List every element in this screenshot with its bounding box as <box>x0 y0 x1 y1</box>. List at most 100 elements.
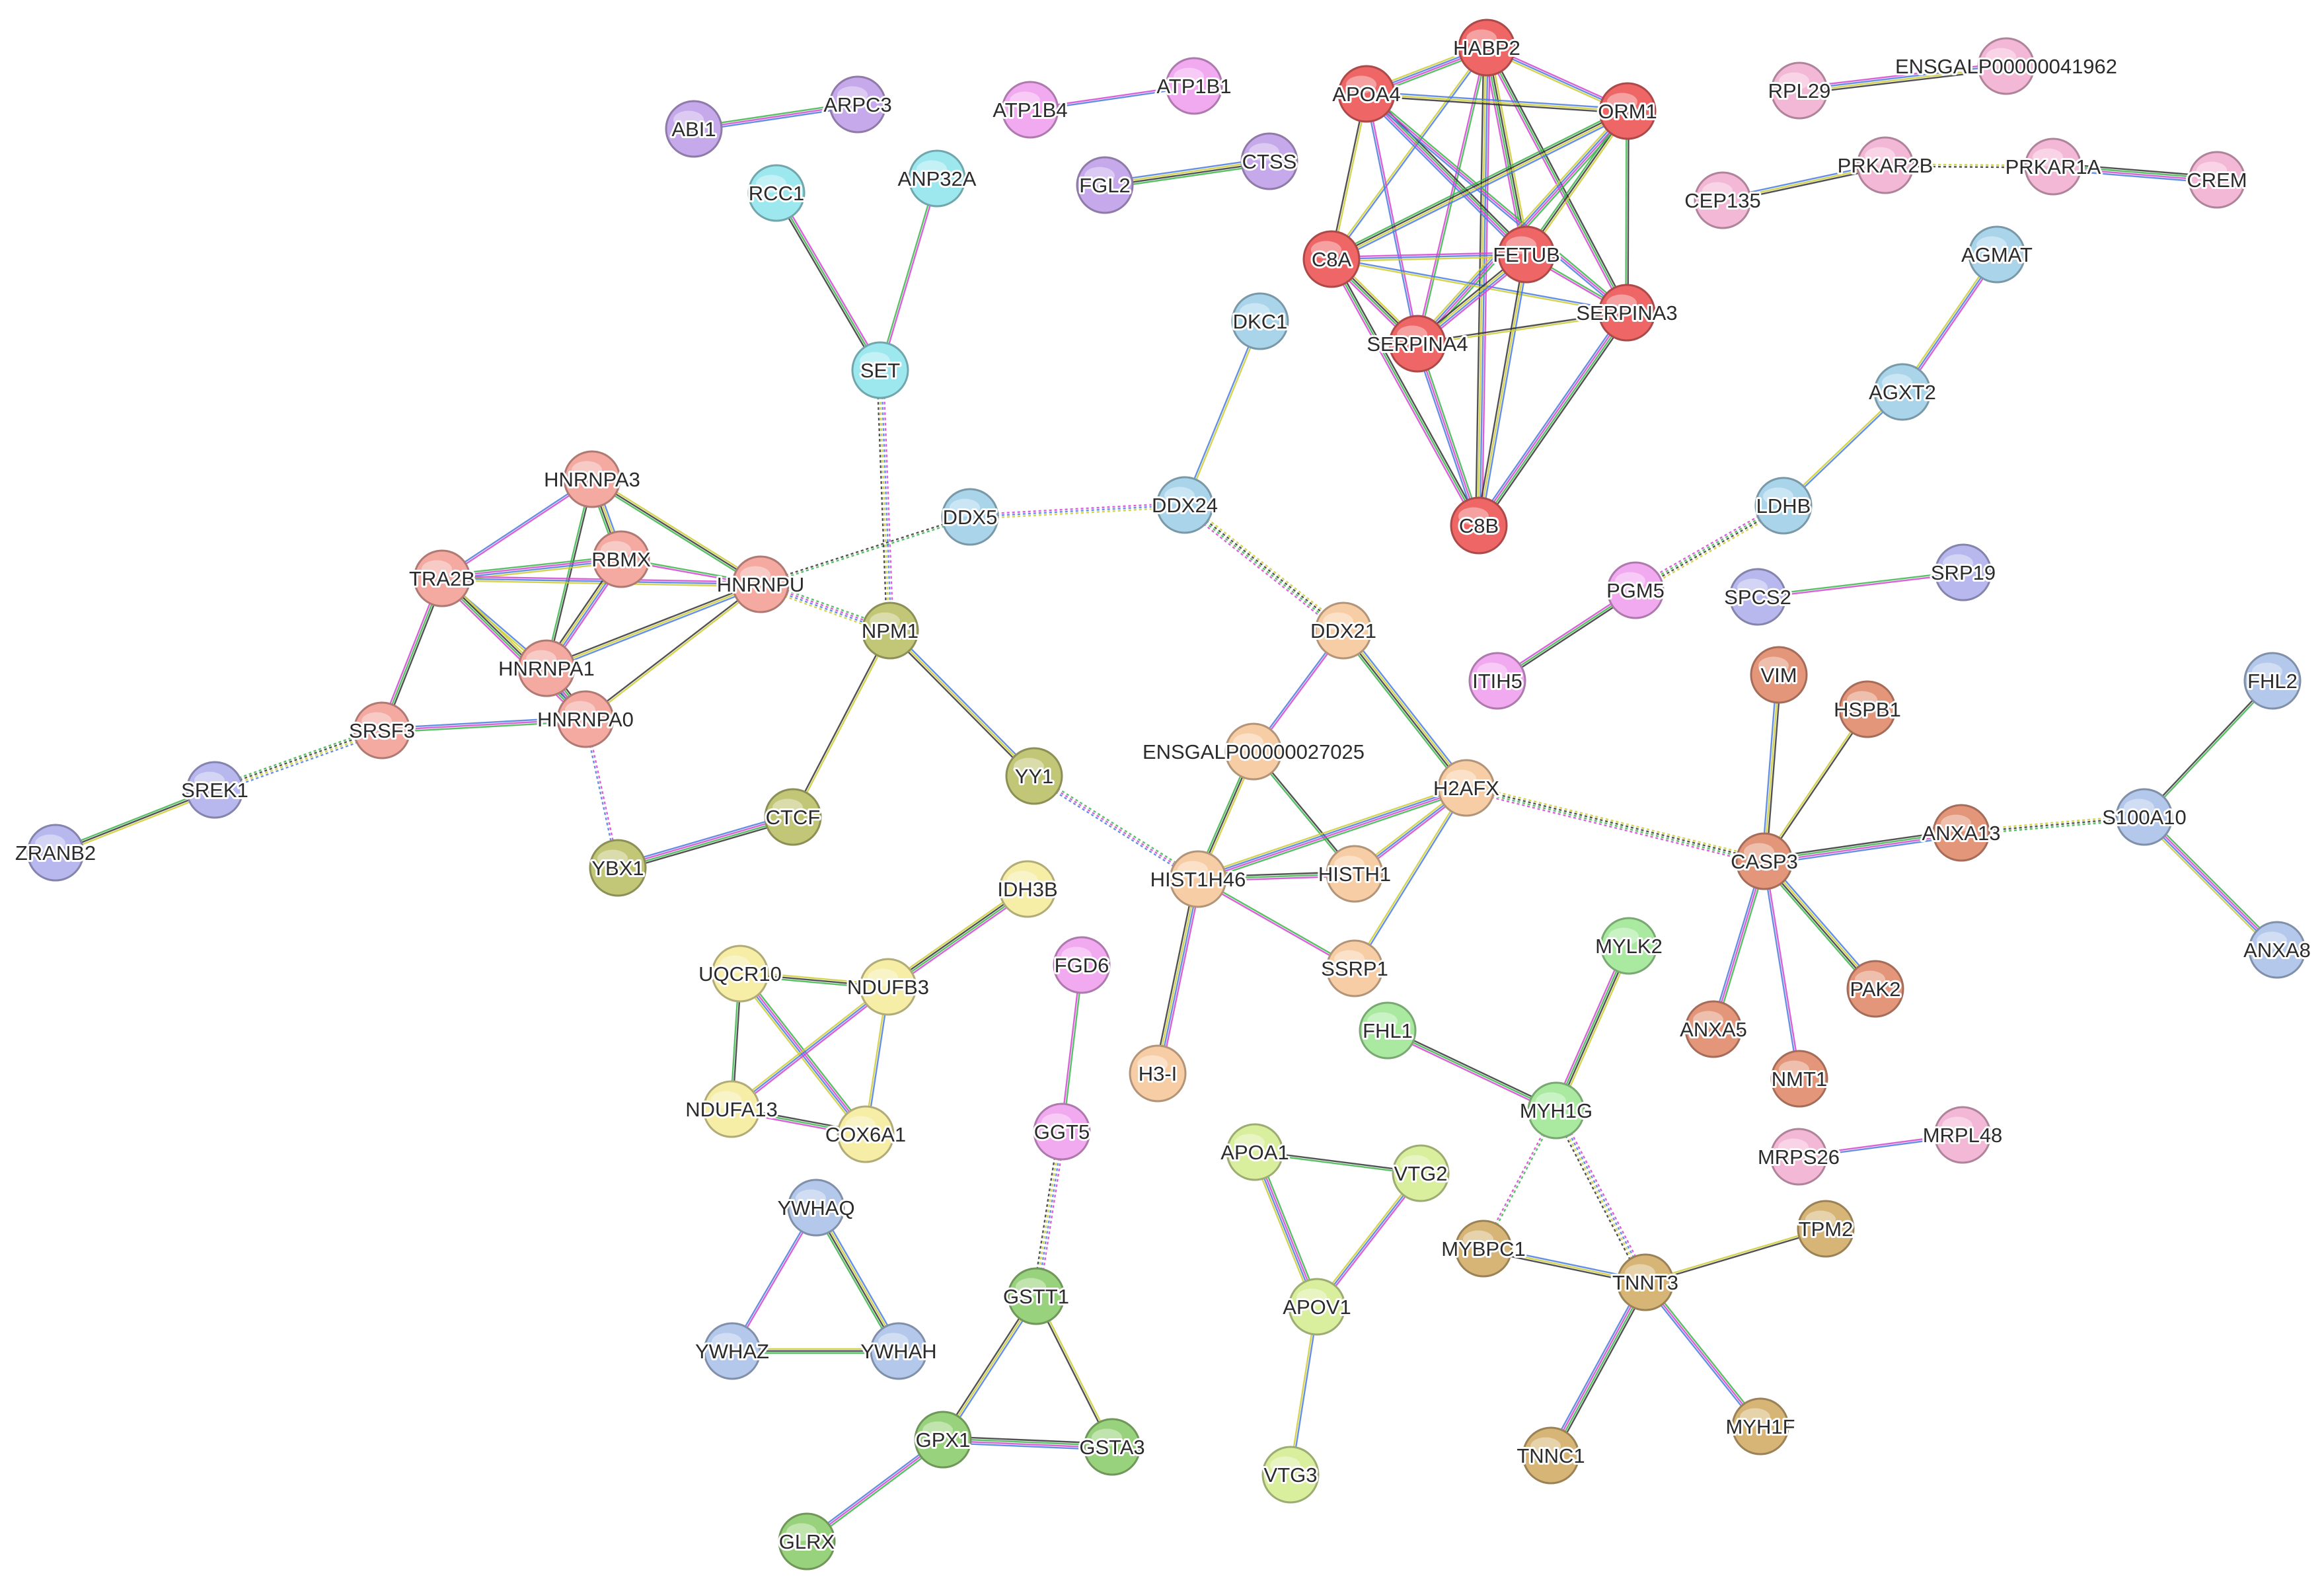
node-TNNC1[interactable]: TNNC1 <box>1515 1426 1587 1485</box>
node-RPL29[interactable]: RPL29 <box>1766 61 1832 120</box>
node-YY1[interactable]: YY1 <box>1005 747 1063 805</box>
node-GSTT1[interactable]: GSTT1 <box>1001 1267 1071 1325</box>
node-UQCR10[interactable]: UQCR10 <box>696 945 784 1003</box>
node-FGD6[interactable]: FGD6 <box>1053 936 1111 994</box>
node-GGT5[interactable]: GGT5 <box>1032 1103 1092 1161</box>
node-PRKAR1A[interactable]: PRKAR1A <box>2004 137 2103 196</box>
node-TNNT3[interactable]: TNNT3 <box>1610 1253 1680 1311</box>
node-SERPINA4[interactable]: SERPINA4 <box>1365 315 1470 373</box>
node-CTSS[interactable]: CTSS <box>1240 132 1298 190</box>
node-label: CREM <box>2187 169 2247 192</box>
node-FHL1[interactable]: FHL1 <box>1359 1001 1417 1060</box>
node-SRSF3[interactable]: SRSF3 <box>347 701 417 759</box>
node-C8A[interactable]: C8A <box>1302 230 1361 288</box>
node-ENSGALP00000041962[interactable]: ENSGALP00000041962 <box>1893 37 2119 95</box>
node-APOA4[interactable]: APOA4 <box>1330 65 1403 123</box>
node-MRPS26[interactable]: MRPS26 <box>1756 1128 1842 1186</box>
node-HSPB1[interactable]: HSPB1 <box>1832 680 1903 738</box>
node-GLRX[interactable]: GLRX <box>777 1512 837 1570</box>
node-SSRP1[interactable]: SSRP1 <box>1319 939 1390 997</box>
node-VTG2[interactable]: VTG2 <box>1392 1144 1450 1202</box>
node-AGXT2[interactable]: AGXT2 <box>1867 363 1938 421</box>
node-SPCS2[interactable]: SPCS2 <box>1722 568 1793 626</box>
node-H3-I[interactable]: H3-I <box>1129 1044 1187 1103</box>
node-PAK2[interactable]: PAK2 <box>1846 960 1904 1018</box>
node-NMT1[interactable]: NMT1 <box>1770 1050 1829 1108</box>
node-COX6A1[interactable]: COX6A1 <box>823 1105 908 1163</box>
node-HISTH1[interactable]: HISTH1 <box>1316 845 1393 903</box>
node-YWHAQ[interactable]: YWHAQ <box>775 1179 857 1237</box>
node-FGL2[interactable]: FGL2 <box>1076 156 1134 214</box>
node-C8B[interactable]: C8B <box>1450 496 1508 555</box>
node-ANP32A[interactable]: ANP32A <box>896 149 979 208</box>
node-ANXA13[interactable]: ANXA13 <box>1920 804 2002 862</box>
node-TRA2B[interactable]: TRA2B <box>407 549 477 607</box>
node-ATP1B4[interactable]: ATP1B4 <box>991 81 1070 139</box>
node-NDUFA13[interactable]: NDUFA13 <box>683 1080 780 1138</box>
node-RCC1[interactable]: RCC1 <box>747 164 806 222</box>
node-HNRNPA3[interactable]: HNRNPA3 <box>542 450 642 508</box>
node-MYH1F[interactable]: MYH1F <box>1723 1397 1797 1455</box>
node-RBMX[interactable]: RBMX <box>589 530 653 588</box>
node-PGM5[interactable]: PGM5 <box>1604 561 1667 619</box>
node-GPX1[interactable]: GPX1 <box>914 1411 972 1469</box>
node-GSTA3[interactable]: GSTA3 <box>1077 1418 1147 1476</box>
edge-strand <box>1198 788 1467 881</box>
node-VIM[interactable]: VIM <box>1750 646 1808 704</box>
node-YBX1[interactable]: YBX1 <box>589 839 647 897</box>
node-ATP1B1[interactable]: ATP1B1 <box>1154 57 1234 115</box>
node-IDH3B[interactable]: IDH3B <box>995 860 1060 918</box>
node-SREK1[interactable]: SREK1 <box>179 761 250 819</box>
node-S100A10[interactable]: S100A10 <box>2100 788 2189 846</box>
node-label: PRKAR2B <box>1838 154 1933 177</box>
node-CTCF[interactable]: CTCF <box>764 788 822 846</box>
node-HNRNPA0[interactable]: HNRNPA0 <box>535 690 636 748</box>
node-ANXA5[interactable]: ANXA5 <box>1678 1000 1749 1058</box>
node-ITIH5[interactable]: ITIH5 <box>1468 652 1526 710</box>
node-CEP135[interactable]: CEP135 <box>1682 171 1763 229</box>
node-CASP3[interactable]: CASP3 <box>1729 832 1800 890</box>
edge-strand <box>2141 818 2276 953</box>
edge-HNRNPA3-HNRNPA1 <box>544 479 594 669</box>
node-SRP19[interactable]: SRP19 <box>1929 543 1998 601</box>
node-ORM1[interactable]: ORM1 <box>1596 82 1659 140</box>
node-DDX24[interactable]: DDX24 <box>1150 476 1220 534</box>
node-CREM[interactable]: CREM <box>2185 151 2249 209</box>
node-YWHAZ[interactable]: YWHAZ <box>693 1322 771 1380</box>
node-ANXA8[interactable]: ANXA8 <box>2241 921 2313 979</box>
node-SET[interactable]: SET <box>851 341 909 399</box>
node-HNRNPA1[interactable]: HNRNPA1 <box>496 639 597 697</box>
node-HNRNPU[interactable]: HNRNPU <box>715 555 806 613</box>
node-DDX21[interactable]: DDX21 <box>1308 601 1378 660</box>
node-H2AFX[interactable]: H2AFX <box>1431 759 1501 817</box>
node-LDHB[interactable]: LDHB <box>1754 477 1813 535</box>
node-FETUB[interactable]: FETUB <box>1491 225 1562 284</box>
node-DDX5[interactable]: DDX5 <box>941 488 999 546</box>
edge-strand <box>1485 48 1526 255</box>
node-PRKAR2B[interactable]: PRKAR2B <box>1836 136 1935 194</box>
node-TPM2[interactable]: TPM2 <box>1797 1200 1855 1258</box>
node-VTG3[interactable]: VTG3 <box>1261 1446 1320 1504</box>
node-DKC1[interactable]: DKC1 <box>1231 292 1289 350</box>
node-ENSGALP00000027025[interactable]: ENSGALP00000027025 <box>1141 722 1367 781</box>
edge-strand <box>1466 788 1764 863</box>
node-NPM1[interactable]: NPM1 <box>860 601 920 660</box>
node-HABP2[interactable]: HABP2 <box>1451 19 1522 77</box>
node-FHL2[interactable]: FHL2 <box>2243 652 2302 710</box>
node-AGMAT[interactable]: AGMAT <box>1959 225 2035 284</box>
node-APOV1[interactable]: APOV1 <box>1281 1278 1353 1336</box>
node-MRPL48[interactable]: MRPL48 <box>1921 1106 2004 1164</box>
node-ARPC3[interactable]: ARPC3 <box>821 75 894 134</box>
node-APOA1[interactable]: APOA1 <box>1218 1123 1291 1181</box>
node-MYBPC1[interactable]: MYBPC1 <box>1439 1220 1528 1278</box>
edge-strand <box>1331 255 1527 262</box>
node-NDUFB3[interactable]: NDUFB3 <box>845 958 931 1016</box>
node-ABI1[interactable]: ABI1 <box>665 100 723 158</box>
node-YWHAH[interactable]: YWHAH <box>858 1322 939 1380</box>
node-ZRANB2[interactable]: ZRANB2 <box>13 824 98 882</box>
node-MYH1G[interactable]: MYH1G <box>1518 1081 1594 1140</box>
node-SERPINA3[interactable]: SERPINA3 <box>1574 284 1680 342</box>
node-label: ANXA13 <box>1922 822 2001 845</box>
node-MYLK2[interactable]: MYLK2 <box>1593 917 1665 975</box>
node-HIST1H46[interactable]: HIST1H46 <box>1148 850 1248 908</box>
